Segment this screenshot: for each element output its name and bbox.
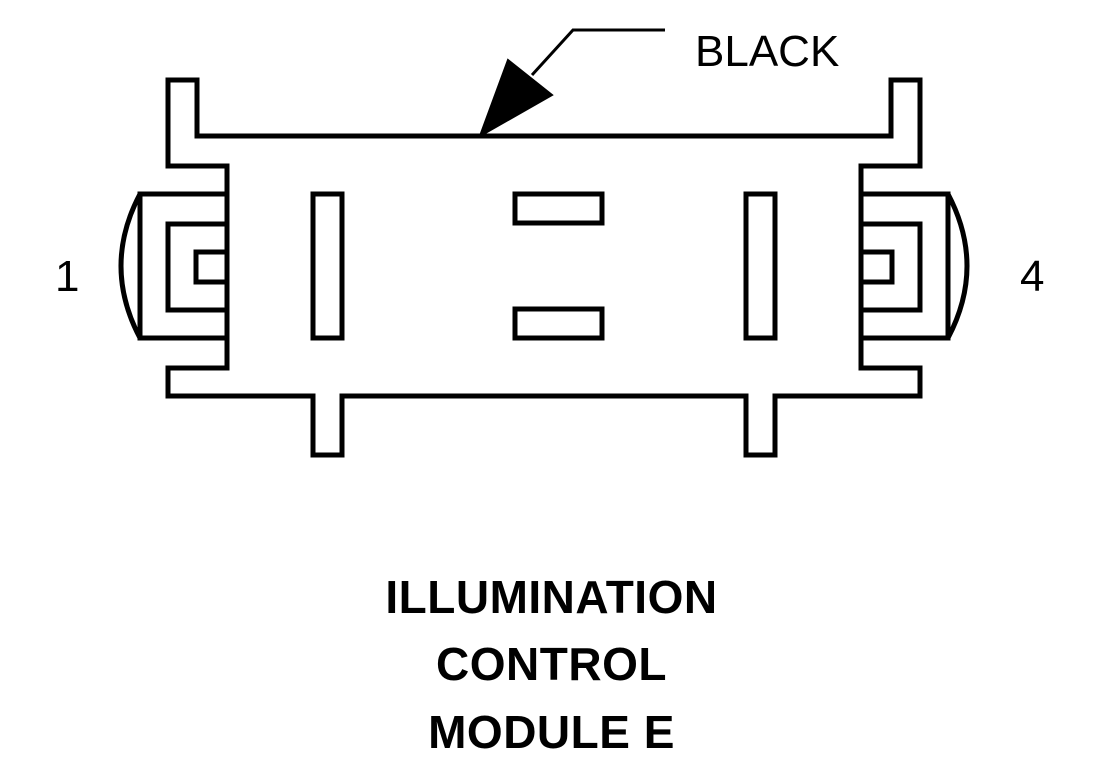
pin-label-left: 1	[55, 252, 79, 301]
terminal-cavity-4	[743, 191, 778, 341]
terminal-cavity-2	[512, 191, 605, 226]
color-label: BLACK	[695, 27, 839, 76]
right-latch-dome	[945, 192, 970, 340]
pin-label-right: 4	[1020, 252, 1044, 301]
terminal-cavity-1	[310, 191, 345, 341]
color-leader-arrowhead	[478, 58, 554, 139]
caption-line-2: CONTROL	[436, 638, 667, 690]
left-latch-dome	[118, 192, 143, 340]
color-leader-line	[530, 28, 665, 77]
caption-line-1: ILLUMINATION	[385, 571, 718, 623]
caption-line-3: MODULE E	[428, 706, 675, 758]
terminal-cavity-3	[512, 306, 605, 341]
connector-body	[165, 77, 923, 458]
